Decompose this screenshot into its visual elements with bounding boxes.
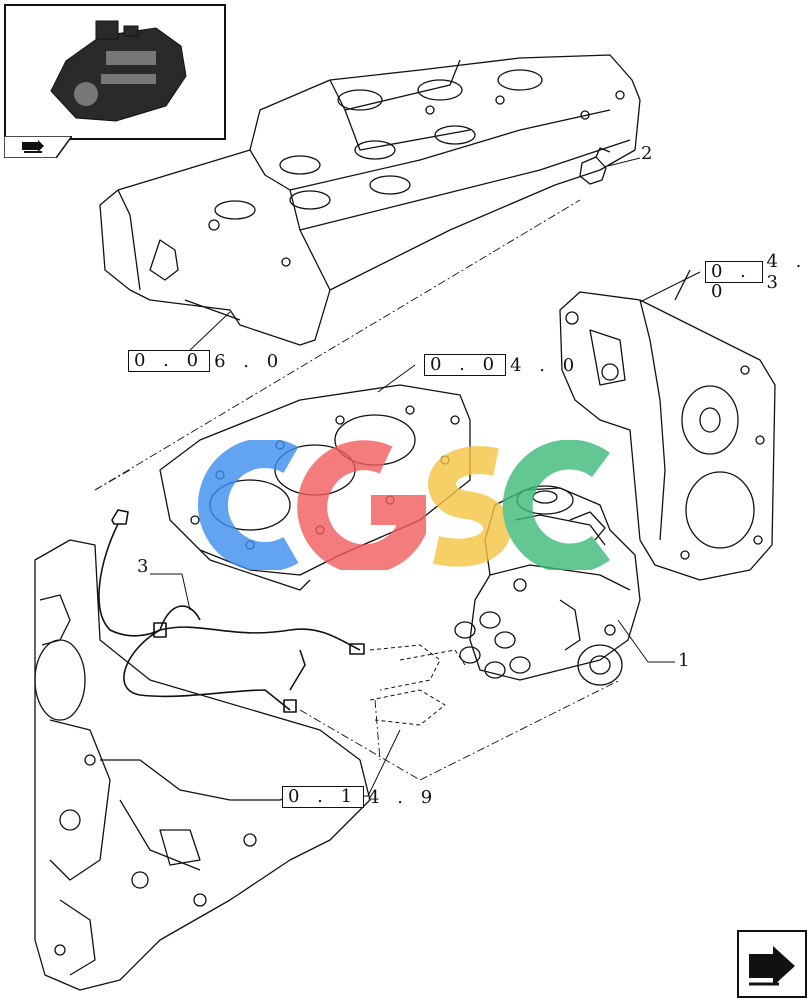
engine-thumbnail — [4, 4, 226, 140]
next-page-button[interactable] — [737, 930, 807, 998]
sensor-part-2-drawing — [579, 147, 641, 185]
callout-part-1[interactable]: 1 — [678, 650, 690, 671]
reference-rest-part: 6 . 0 — [214, 350, 285, 372]
callout-part-3[interactable]: 3 — [137, 556, 149, 577]
wiring-harness-part-3-drawing — [98, 509, 365, 713]
thumbnail-tab — [3, 135, 74, 159]
reference-boxed-part: 0 . 0 — [128, 350, 211, 372]
engine-block-drawing — [34, 539, 371, 991]
reference-boxed-part: 0 . 1 — [282, 786, 365, 808]
reference-boxed-part: 0 . 0 — [424, 354, 507, 376]
reference-06-0[interactable]: 0 . 0 6 . 0 — [128, 349, 284, 373]
catalog-arrow-icon — [22, 140, 44, 153]
next-page-arrow-icon — [749, 946, 795, 986]
reference-14-9[interactable]: 0 . 1 4 . 9 — [282, 785, 438, 809]
timing-cover-drawing — [559, 269, 776, 581]
engine-thumbnail-icon — [50, 20, 187, 122]
leader-lines — [94, 199, 621, 781]
cylinder-head-drawing — [99, 54, 641, 346]
reference-04-3[interactable]: 0 . 0 4 . 3 — [705, 251, 812, 302]
reference-boxed-part: 0 . 0 — [705, 261, 763, 302]
reference-rest-part: 4 . 0 — [510, 354, 581, 376]
reference-rest-part: 4 . 3 — [766, 251, 808, 293]
reference-rest-part: 4 . 9 — [368, 786, 439, 808]
reference-04-0[interactable]: 0 . 0 4 . 0 — [424, 353, 580, 377]
fuel-pipes-drawing — [369, 644, 466, 726]
callout-part-2[interactable]: 2 — [641, 143, 653, 164]
cgsc-watermark — [198, 440, 611, 570]
